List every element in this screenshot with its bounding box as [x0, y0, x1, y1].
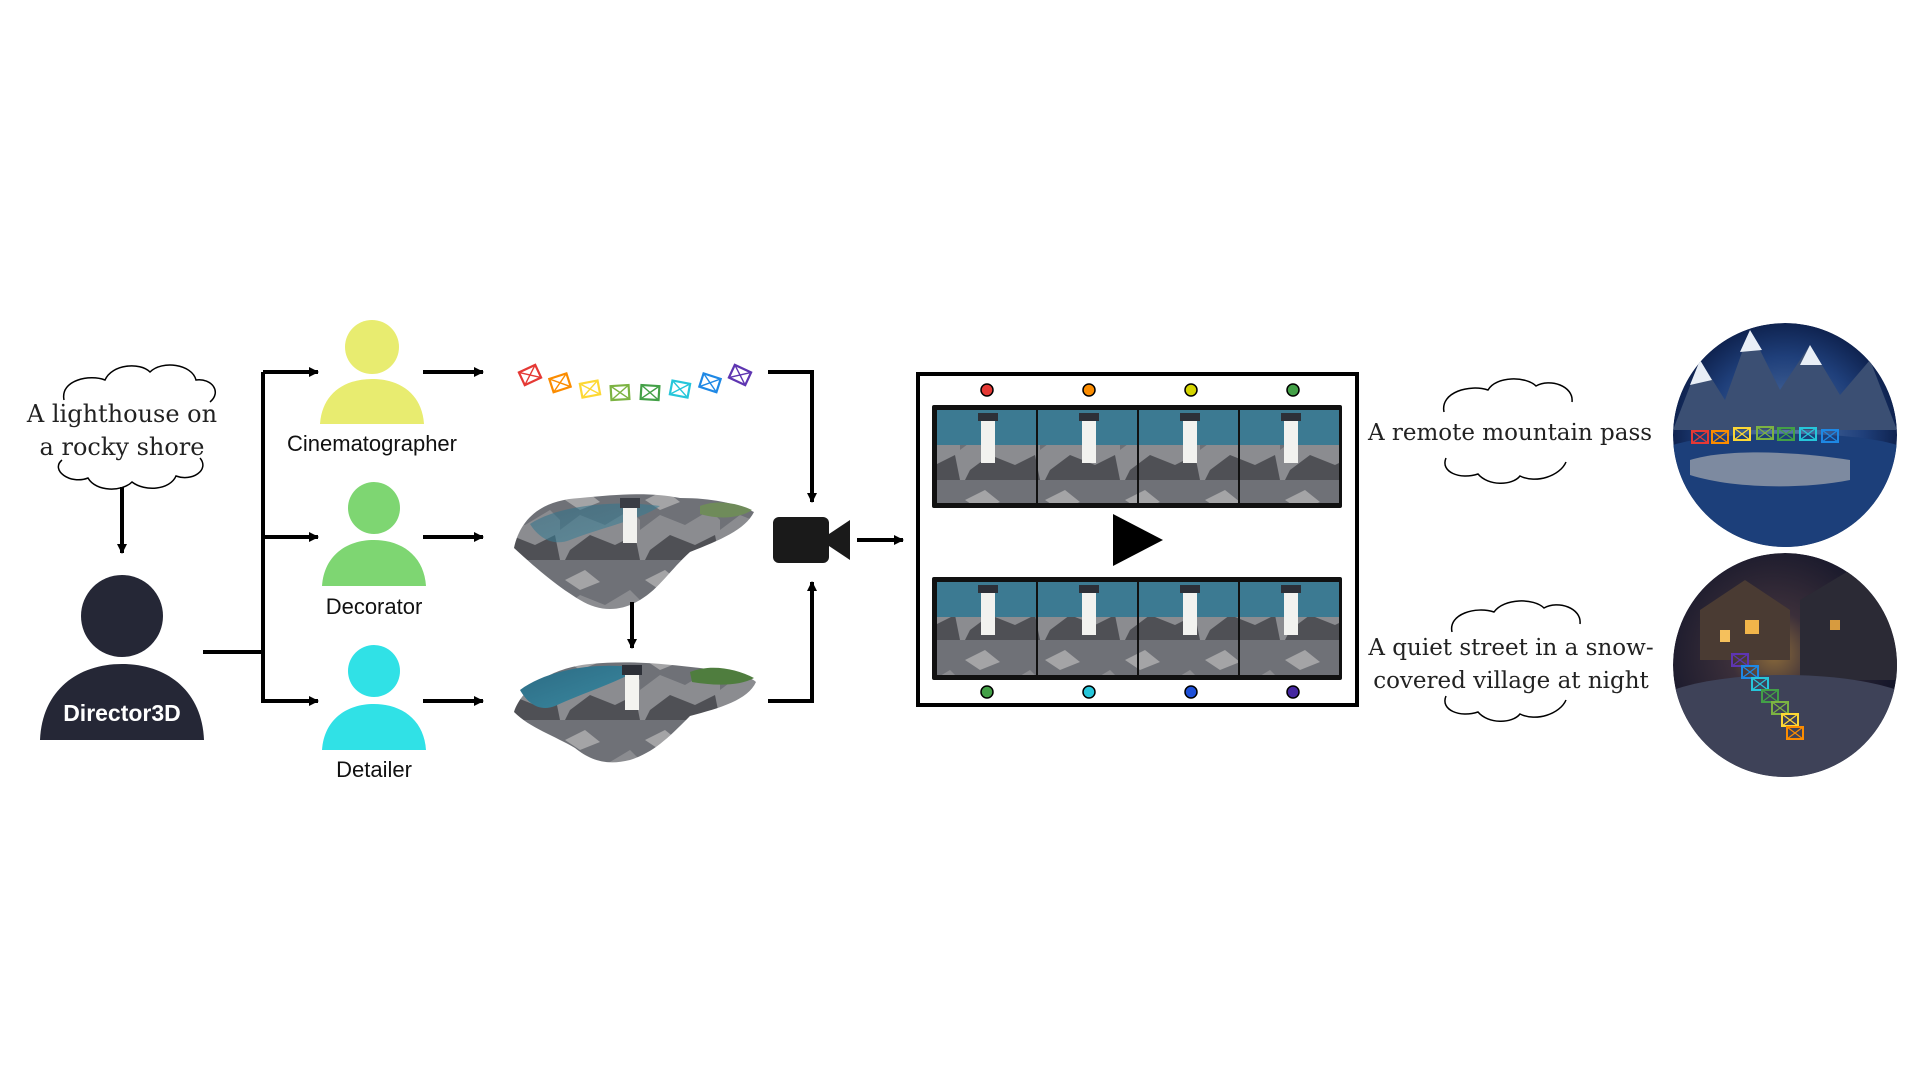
panorama-camera-frustum — [1711, 430, 1729, 444]
example-2-text-line-2: covered village at night — [1373, 668, 1649, 694]
video-camera-lens — [829, 520, 850, 560]
trajectory-camera-frustum — [578, 379, 602, 399]
camera-trajectory — [517, 363, 753, 402]
cinematographer-label: Cinematographer — [287, 431, 457, 456]
trajectory-camera-frustum — [547, 372, 573, 394]
trajectory-camera-frustum — [609, 383, 631, 402]
example-2-panorama — [1673, 553, 1897, 777]
detailer-body — [322, 704, 426, 750]
top-frame-dots — [980, 383, 1300, 397]
video-camera-icon — [773, 517, 850, 563]
coarse-scene-island — [514, 494, 754, 609]
role-cinematographer: Cinematographer — [287, 320, 457, 456]
frame-color-dot — [1184, 383, 1198, 397]
trajectory-camera-frustum — [639, 383, 661, 402]
role-output-arrows — [423, 367, 484, 706]
scene-to-camera-arrow — [768, 581, 817, 703]
example-village: A quiet street in a snow- covered villag… — [1367, 553, 1897, 777]
director3d-figure: Director3D — [40, 575, 204, 740]
rendered-video-panel — [916, 372, 1359, 707]
role-detailer: Detailer — [322, 645, 426, 782]
panorama-camera-frustum — [1761, 689, 1779, 703]
example-mountain: A remote mountain pass — [1367, 323, 1897, 547]
panorama-camera-frustum — [1771, 701, 1789, 715]
panorama-camera-frustum — [1741, 665, 1759, 679]
fine-lighthouse-tower — [625, 672, 639, 710]
prompt-text-line-1: A lighthouse on — [26, 400, 217, 428]
panorama-camera-frustum — [1786, 726, 1804, 740]
video-camera-body — [773, 517, 829, 563]
panorama-camera-frustum — [1691, 430, 1709, 444]
decorator-head — [348, 482, 400, 534]
branch-connectors — [203, 367, 319, 706]
detailer-head — [348, 645, 400, 697]
fine-scene-greenery — [690, 667, 754, 685]
panorama-camera-frustum — [1731, 653, 1749, 667]
role-decorator: Decorator — [322, 482, 426, 619]
video-frame-thumbnail — [1240, 410, 1339, 503]
panorama-camera-frustum — [1751, 677, 1769, 691]
panorama-camera-frustum — [1777, 427, 1795, 441]
coarse-scene-greenery — [700, 502, 752, 518]
example-2-cloud-bottom — [1444, 695, 1567, 722]
prompt-text-line-2: a rocky shore — [40, 433, 205, 461]
decorator-body — [322, 540, 426, 586]
cinematographer-head — [345, 320, 399, 374]
trajectory-to-camera-arrow — [768, 370, 817, 503]
coarse-lighthouse-top — [620, 498, 640, 508]
frame-color-dot — [1286, 685, 1300, 699]
decorator-label: Decorator — [326, 594, 423, 619]
panorama-camera-frustum — [1733, 427, 1751, 441]
prompt-cloud-outline-bottom — [57, 457, 204, 490]
video-frame-thumbnail — [937, 582, 1036, 675]
cinematographer-body — [320, 379, 424, 424]
trajectory-camera-frustum — [668, 379, 692, 399]
frame-color-dot — [1082, 685, 1096, 699]
example-1-camera-trajectory — [1691, 426, 1839, 444]
video-frame-thumbnail — [937, 410, 1036, 503]
frame-color-dot — [980, 383, 994, 397]
director3d-body — [40, 664, 204, 740]
example-1-cloud-top — [1443, 378, 1573, 413]
video-frame-thumbnail — [1038, 582, 1137, 675]
video-frame-thumbnail — [1139, 410, 1238, 503]
play-icon — [1113, 514, 1163, 566]
example-2-cloud-top — [1451, 600, 1581, 633]
trajectory-camera-frustum — [697, 372, 723, 394]
fine-scene-island — [514, 662, 756, 763]
bottom-frame-dots — [980, 685, 1300, 699]
panorama-camera-frustum — [1799, 427, 1817, 441]
panorama-camera-frustum — [1821, 429, 1839, 443]
prompt-cloud: A lighthouse on a rocky shore — [26, 364, 217, 490]
merge-arrows — [768, 370, 817, 703]
example-2-camera-trajectory — [1731, 653, 1804, 740]
frame-color-dot — [980, 685, 994, 699]
video-frame-thumbnail — [1139, 582, 1238, 675]
example-1-panorama — [1673, 323, 1897, 547]
fine-lighthouse-top — [622, 665, 642, 675]
fine-scene-sea — [520, 665, 640, 709]
frame-color-dot — [1286, 383, 1300, 397]
trajectory-camera-frustum — [517, 363, 543, 387]
panorama-camera-frustum — [1756, 426, 1774, 440]
director3d-label: Director3D — [63, 700, 181, 726]
example-1-cloud-bottom — [1444, 457, 1567, 484]
frame-color-dot — [1082, 383, 1096, 397]
frame-color-dot — [1184, 685, 1198, 699]
prompt-cloud-outline-top — [63, 364, 216, 403]
director3d-head — [81, 575, 163, 657]
example-1-text: A remote mountain pass — [1367, 420, 1652, 446]
trajectory-camera-frustum — [727, 363, 753, 387]
top-film-strip — [932, 405, 1342, 508]
detailer-label: Detailer — [336, 757, 412, 782]
coarse-lighthouse-tower — [623, 505, 637, 543]
example-2-text-line-1: A quiet street in a snow- — [1367, 635, 1653, 661]
video-frame-thumbnail — [1240, 582, 1339, 675]
bottom-film-strip — [932, 577, 1342, 680]
video-frame-thumbnail — [1038, 410, 1137, 503]
